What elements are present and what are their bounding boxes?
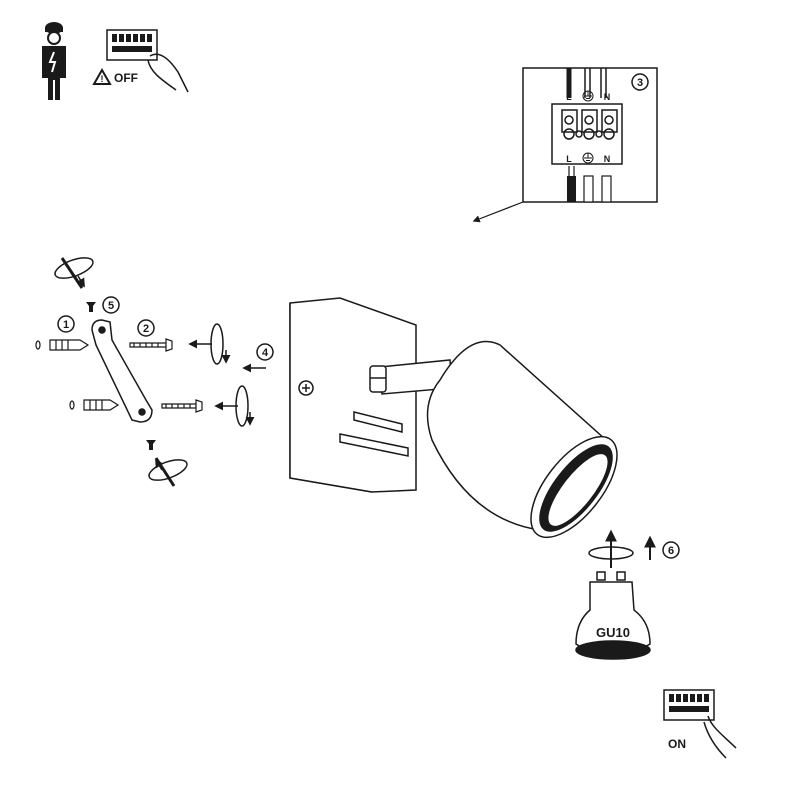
- lamp-head: [426, 340, 618, 539]
- on-label: ON: [668, 737, 686, 751]
- wiring-pointer-arrow: [472, 201, 524, 223]
- screwdriver-rotation-icon: [54, 257, 94, 289]
- lamp-base-plate: [289, 297, 417, 493]
- small-screw-icon: [146, 440, 156, 450]
- small-screw-icon: [86, 302, 96, 312]
- wiring-detail: L N L N 3: [522, 67, 658, 203]
- step-3-label: 3: [637, 77, 643, 89]
- screw-bottom: [161, 399, 203, 413]
- wall-plug-bottom: [69, 399, 120, 411]
- step-5-label: 5: [108, 300, 114, 312]
- wiring-bottom-label-n: N: [604, 154, 611, 164]
- step-1-label: 1: [63, 319, 69, 331]
- ground-symbol-icon: [582, 152, 594, 164]
- warning-icon: !: [92, 67, 112, 85]
- wiring-bottom-label-l: L: [566, 154, 572, 164]
- ground-symbol-icon: [582, 90, 594, 102]
- wiring-top-label-l: L: [566, 92, 572, 102]
- svg-text:!: !: [101, 74, 104, 84]
- screwdriver-rotation-icon: [148, 457, 188, 487]
- wiring-top-label-n: N: [604, 92, 611, 102]
- switch-box-off-icon: [106, 29, 189, 93]
- screwdriver-rotation-icon: [214, 385, 255, 427]
- lamp-arm: [369, 359, 453, 395]
- step-6-label: 6: [668, 545, 674, 557]
- mounting-bracket: [91, 319, 153, 423]
- step-4-label: 4: [262, 347, 269, 359]
- gu10-bulb: [575, 571, 651, 660]
- wall-plug-top: [35, 339, 90, 351]
- screwdriver-rotation-icon: [188, 323, 231, 365]
- screw-top: [129, 338, 173, 352]
- electrician-icon: [42, 22, 66, 100]
- bulb-label: GU10: [596, 625, 630, 640]
- switch-box-on-icon: [663, 689, 737, 759]
- bulb-rotation-icon: [588, 529, 656, 568]
- step-2-label: 2: [143, 323, 149, 335]
- off-label: OFF: [114, 71, 138, 85]
